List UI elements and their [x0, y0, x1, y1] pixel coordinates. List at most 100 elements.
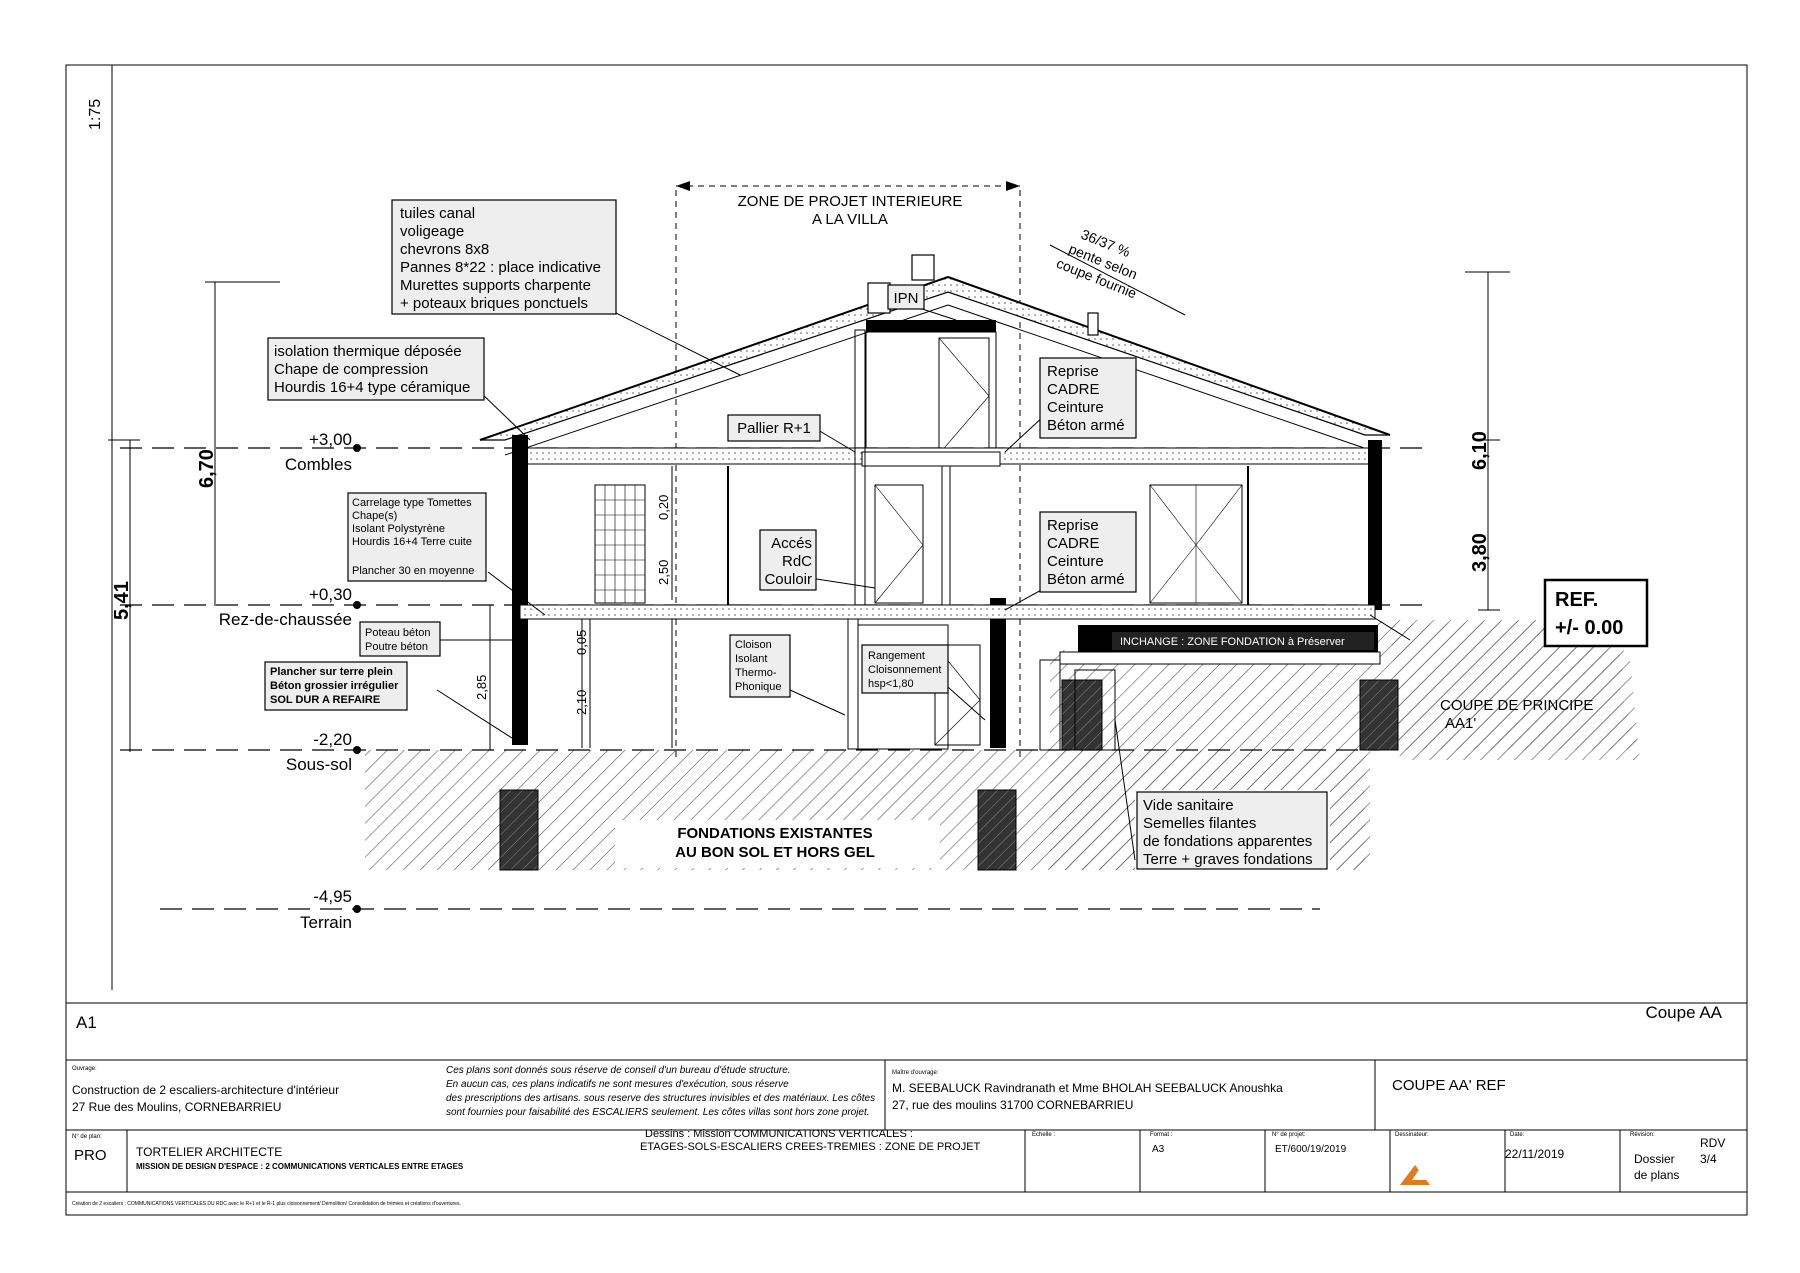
ref-2: +/- 0.00	[1555, 617, 1623, 639]
tb-echelle-label: Echelle :	[1032, 1132, 1055, 1138]
tb-dossier-2: de plans	[1634, 1168, 1679, 1182]
dim-210: 2,10	[574, 690, 589, 715]
dim-020: 0,20	[656, 495, 671, 520]
fondations-2: AU BON SOL ET HORS GEL	[675, 844, 875, 861]
level-3-name: Sous-sol	[286, 755, 352, 774]
roof-note-3: chevrons 8x8	[400, 241, 489, 258]
tb-projet: ET/600/19/2019	[1275, 1144, 1347, 1155]
poteau-1: Poteau béton	[365, 627, 430, 639]
roof-note-5: Murettes supports charpente	[400, 277, 591, 294]
dim-610: 6,10	[1469, 431, 1491, 470]
acces-3: Couloir	[764, 571, 812, 588]
dim-005: 0,05	[574, 630, 589, 655]
tb-dossier-1: Dossier	[1634, 1152, 1675, 1166]
designer-logo	[1400, 1165, 1430, 1185]
tb-disclaimer-1: Ces plans sont donnés sous réserve de co…	[446, 1065, 791, 1076]
roof-note-2: voligeage	[400, 223, 464, 240]
tb-date-label: Date:	[1510, 1132, 1525, 1138]
cloison-2: Isolant	[735, 653, 767, 665]
tb-rdv-1: RDV	[1700, 1136, 1725, 1150]
dim-250: 2,50	[656, 560, 671, 585]
dim-285: 2,85	[474, 675, 489, 700]
tb-ouvrage-2: 27 Rue des Moulins, CORNEBARRIEU	[72, 1100, 281, 1114]
tb-format-label: Format :	[1150, 1132, 1173, 1138]
drawing-frame	[65, 64, 1748, 1216]
cloison-4: Phonique	[735, 681, 782, 693]
tb-nplan-label: N° de plan:	[72, 1134, 102, 1140]
zone-title-2: A LA VILLA	[812, 211, 888, 228]
poteau-2: Poutre béton	[365, 641, 428, 653]
tb-disclaimer-4: sont fournies pour faisabilité des ESCAL…	[446, 1107, 870, 1118]
sheet-id: A1	[76, 1013, 97, 1032]
rangement-1: Rangement	[868, 650, 925, 662]
plancher-2: Béton grossier irrégulier	[270, 680, 399, 692]
vide-3: de fondations apparentes	[1143, 833, 1312, 850]
reprise-lower-4: Béton armé	[1047, 571, 1125, 588]
tb-ouvrage-label: Ouvrage:	[72, 1066, 97, 1072]
tb-disclaimer-3: des prescriptions des artisans. sous res…	[446, 1093, 875, 1104]
ground-slab	[519, 604, 1376, 620]
vide-1: Vide sanitaire	[1143, 797, 1234, 814]
tb-rdv-2: 3/4	[1700, 1152, 1717, 1166]
reprise-upper-1: Reprise	[1047, 363, 1099, 380]
coupe-principe-2: AA1'	[1445, 715, 1476, 732]
tb-dessinateur-label: Dessinateur:	[1395, 1132, 1429, 1138]
scale-label: 1:75	[87, 99, 104, 130]
ref-1: REF.	[1555, 589, 1598, 611]
insulation-2: Chape de compression	[274, 361, 428, 378]
zone-title-1: ZONE DE PROJET INTERIEURE	[738, 193, 963, 210]
level-1-value: +3,00	[309, 430, 352, 449]
roof-note-6: + poteaux briques ponctuels	[400, 295, 588, 312]
reprise-upper-3: Ceinture	[1047, 399, 1104, 416]
rangement-3: hsp<1,80	[868, 678, 914, 690]
floor-note-3: Isolant Polystyrène	[352, 523, 445, 535]
level-2-name: Rez-de-chaussée	[219, 610, 352, 629]
tb-format: A3	[1152, 1144, 1165, 1155]
level-4-value: -4,95	[313, 887, 352, 906]
vide-4: Terre + graves fondations	[1143, 851, 1313, 868]
pallier-label: Pallier R+1	[737, 420, 811, 437]
tb-ouvrage-1: Construction de 2 escaliers-architecture…	[72, 1083, 339, 1097]
reprise-lower-2: CADRE	[1047, 535, 1100, 552]
view-title: Coupe AA	[1645, 1003, 1722, 1022]
plancher-1: Plancher sur terre plein	[270, 666, 393, 678]
plancher-3: SOL DUR A REFAIRE	[270, 694, 380, 706]
ipn-label: IPN	[893, 290, 918, 307]
cloison-1: Cloison	[735, 639, 772, 651]
fondations-1: FONDATIONS EXISTANTES	[677, 825, 872, 842]
cloison-3: Thermo-	[735, 667, 777, 679]
tb-moa-2: 27, rue des moulins 31700 CORNEBARRIEU	[892, 1098, 1133, 1112]
acces-2: RdC	[782, 553, 812, 570]
tb-revision-label: Révision:	[1630, 1132, 1655, 1138]
tb-projet-label: N° de projet:	[1272, 1132, 1306, 1138]
roof-note-4: Pannes 8*22 : place indicative	[400, 259, 601, 276]
level-2-value: +0,30	[309, 585, 352, 604]
tb-moa-label: Maître d'ouvrage:	[892, 1070, 939, 1076]
reprise-lower-3: Ceinture	[1047, 553, 1104, 570]
floor-note-4: Hourdis 16+4 Terre cuite	[352, 536, 472, 548]
level-4-name: Terrain	[300, 913, 352, 932]
tb-phase: PRO	[74, 1147, 107, 1164]
tb-dessins-1: Dessins : Mission COMMUNICATIONS VERTICA…	[645, 1128, 913, 1140]
dim-380: 3,80	[1469, 533, 1491, 572]
tb-date: 22/11/2019	[1505, 1147, 1564, 1161]
tb-architect: TORTELIER ARCHITECTE	[136, 1145, 282, 1159]
tb-sheet-name: COUPE AA' REF	[1392, 1077, 1506, 1094]
level-3-value: -2,20	[313, 730, 352, 749]
insulation-1: isolation thermique déposée	[274, 343, 462, 360]
reprise-lower-1: Reprise	[1047, 517, 1099, 534]
floor-note-1: Carrelage type Tomettes	[352, 497, 472, 509]
tb-mission: MISSION DE DESIGN D'ESPACE : 2 COMMUNICA…	[136, 1162, 464, 1171]
tb-dessins-2: ETAGES-SOLS-ESCALIERS CREES-TREMIES : ZO…	[640, 1141, 981, 1153]
inchange-label: INCHANGE : ZONE FONDATION à Préserver	[1120, 636, 1345, 648]
dim-670: 6,70	[196, 449, 218, 488]
tb-moa-1: M. SEEBALUCK Ravindranath et Mme BHOLAH …	[892, 1081, 1283, 1095]
dim-541: 5,41	[111, 581, 133, 620]
roof-note-1: tuiles canal	[400, 205, 475, 222]
level-1-name: Combles	[285, 455, 352, 474]
vide-2: Semelles filantes	[1143, 815, 1256, 832]
tb-footer: Création de 2 escaliers : COMMUNICATIONS…	[72, 1201, 461, 1207]
level-markers	[353, 444, 361, 913]
tb-disclaimer-2: En aucun cas, ces plans indicatifs ne so…	[446, 1079, 789, 1090]
